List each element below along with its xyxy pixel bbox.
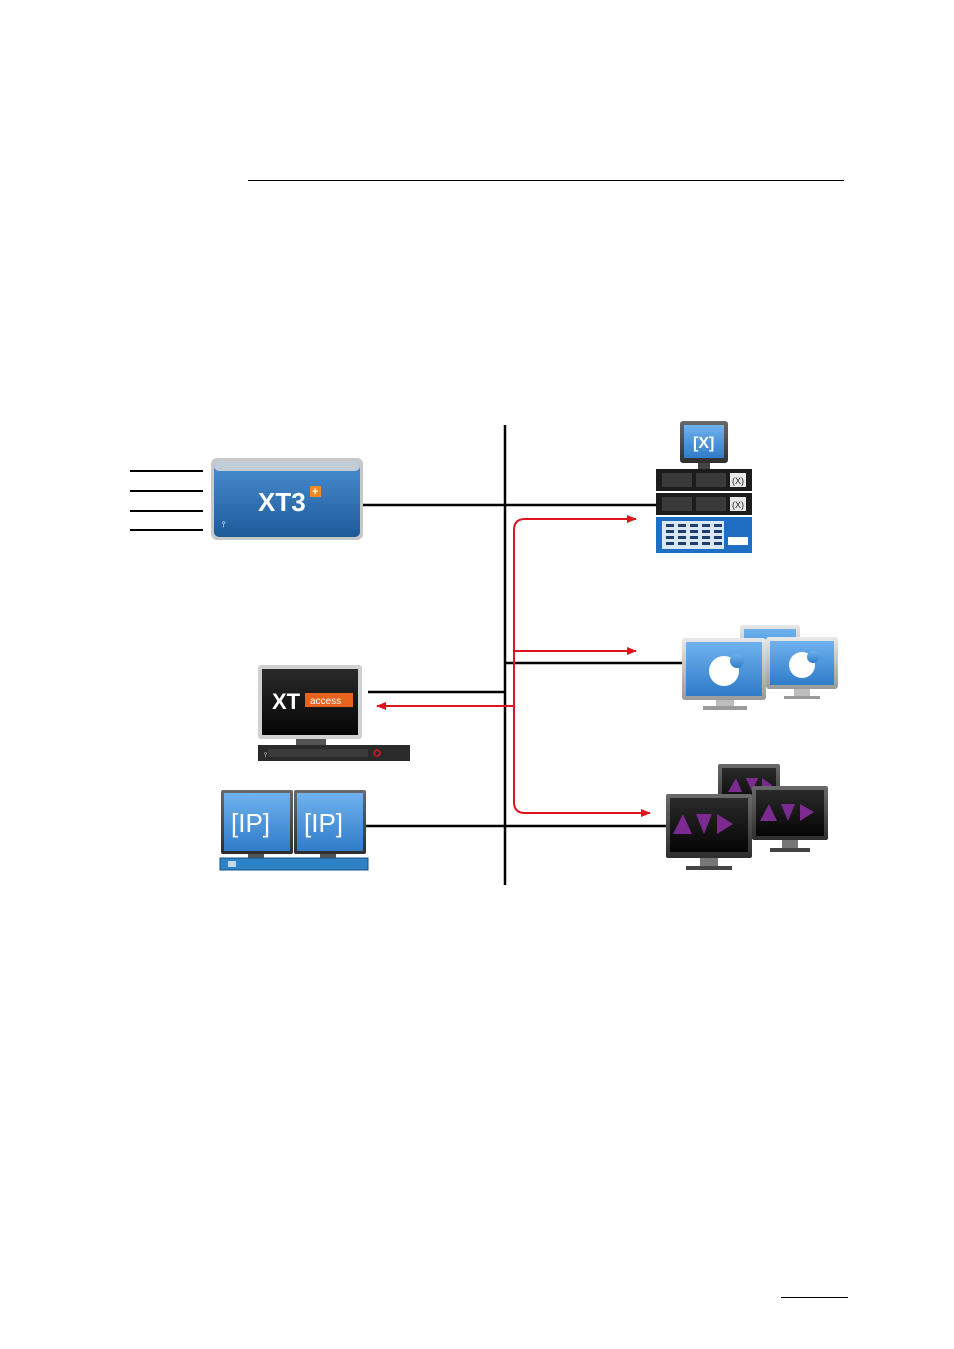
network-links bbox=[362, 505, 682, 826]
ipdirector-logo-right: [IP] bbox=[304, 808, 343, 838]
transfer-arrows bbox=[377, 519, 650, 813]
xt3-logo: XT3 bbox=[258, 487, 306, 517]
evs-small-logo-icon: ⫯ bbox=[264, 752, 267, 759]
x-logo-icon: (X) bbox=[732, 500, 744, 510]
xt3-server: XT3 + ⫯ bbox=[211, 458, 363, 540]
svg-text:+: + bbox=[312, 486, 318, 498]
mac-workstations bbox=[682, 625, 838, 710]
ipdirector-station: [IP] [IP] bbox=[220, 790, 368, 870]
arrow-to-xstore bbox=[514, 519, 636, 707]
xt-access-badge: access bbox=[310, 696, 341, 707]
evs-small-logo-icon: ⫯ bbox=[221, 520, 225, 529]
ipdirector-logo-left: [IP] bbox=[231, 808, 270, 838]
arrow-to-avid bbox=[514, 700, 650, 813]
xstore-san-rack: [X] (X) (X) bbox=[656, 421, 752, 553]
avid-workstations bbox=[666, 764, 828, 870]
xt3-input-lines bbox=[130, 471, 203, 530]
footer-rule bbox=[781, 1297, 848, 1298]
xt-access-station: XT access ⫯ bbox=[258, 665, 410, 761]
x-logo-icon: [X] bbox=[693, 435, 714, 452]
xt-access-logo: XT bbox=[272, 689, 301, 714]
x-logo-icon: (X) bbox=[732, 476, 744, 486]
